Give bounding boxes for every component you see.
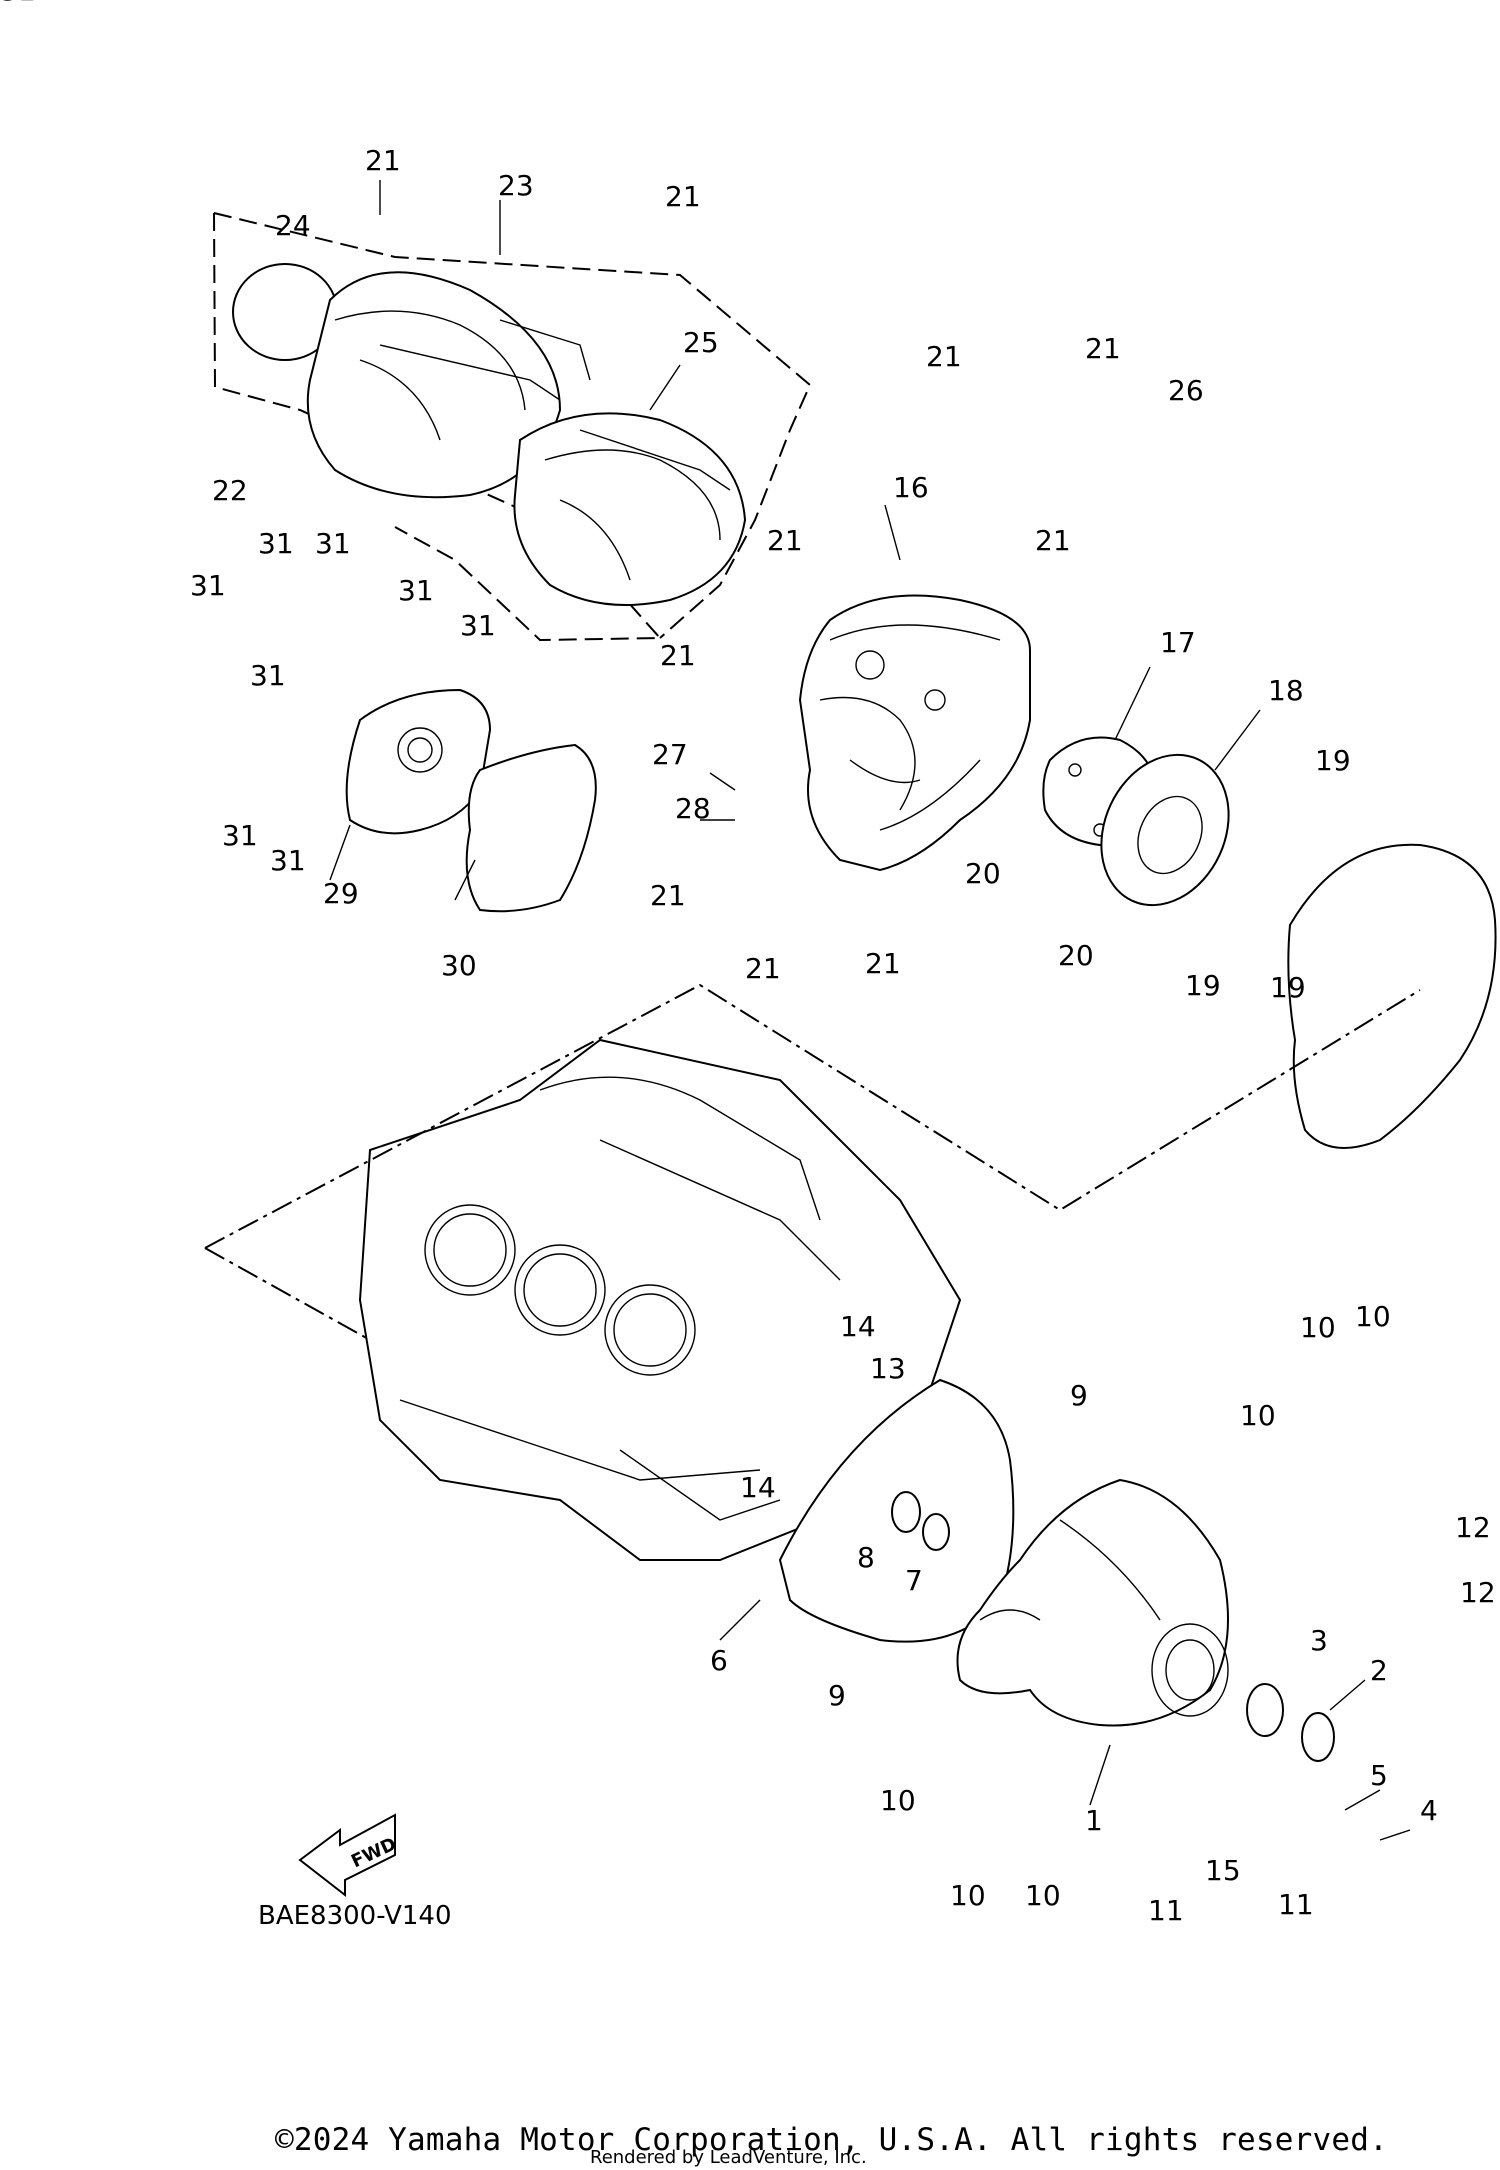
part-8-o-ring xyxy=(891,1491,921,1533)
callout-21: 21 xyxy=(926,340,962,373)
callout-21: 21 xyxy=(660,639,696,672)
part-30-gasket xyxy=(465,743,597,913)
callout-14: 14 xyxy=(740,1471,776,1504)
callout-6: 6 xyxy=(710,1644,728,1677)
fwd-arrow-icon: FWD xyxy=(298,1813,400,1898)
callout-23: 23 xyxy=(498,169,534,202)
callout-14: 14 xyxy=(840,1310,876,1343)
callout-30: 30 xyxy=(441,949,477,982)
callout-31: 31 xyxy=(250,659,286,692)
callout-31: 31 xyxy=(460,609,496,642)
crankcase-cover-gasket xyxy=(1287,843,1497,1149)
part-3-o-ring xyxy=(1246,1683,1284,1737)
callout-20: 20 xyxy=(965,857,1001,890)
callout-10: 10 xyxy=(1300,1311,1336,1344)
callout-1: 1 xyxy=(1085,1804,1103,1837)
rendered-by-notice: Rendered by LeadVenture, Inc. xyxy=(590,2147,867,2168)
callout-11: 11 xyxy=(1278,1888,1314,1921)
callout-31: 31 xyxy=(258,527,294,560)
diagram-code: BAE8300-V140 xyxy=(258,1901,452,1931)
callout-15: 15 xyxy=(1205,1854,1241,1887)
part-16-crankcase-cover xyxy=(798,594,1031,872)
callout-29: 29 xyxy=(323,877,359,910)
callout-8: 8 xyxy=(857,1541,875,1574)
callout-31: 31 xyxy=(222,819,258,852)
callout-10: 10 xyxy=(880,1784,916,1817)
callout-10: 10 xyxy=(1025,1879,1061,1912)
callout-10: 10 xyxy=(950,1879,986,1912)
leader-lines xyxy=(329,180,1411,1841)
copyright-notice: ©2024 Yamaha Motor Corporation, U.S.A. A… xyxy=(275,2122,1388,2158)
callout-21: 21 xyxy=(745,952,781,985)
callout-21: 21 xyxy=(1035,524,1071,557)
callout-7: 7 xyxy=(905,1564,923,1597)
callout-17: 17 xyxy=(1160,626,1196,659)
callout-11: 11 xyxy=(1148,1894,1184,1927)
callout-21: 21 xyxy=(365,144,401,177)
callout-16: 16 xyxy=(893,471,929,504)
callout-21: 21 xyxy=(650,879,686,912)
callout-5: 5 xyxy=(1370,1759,1388,1792)
callout-2: 2 xyxy=(1370,1654,1388,1687)
engine-crankcase xyxy=(358,1038,962,1561)
part-25-inner-cover xyxy=(513,412,747,606)
callout-26: 26 xyxy=(1168,374,1204,407)
callout-19: 19 xyxy=(1270,971,1306,1004)
callout-21: 21 xyxy=(767,524,803,557)
callout-25: 25 xyxy=(683,326,719,359)
callout-27: 27 xyxy=(652,738,688,771)
callout-21: 21 xyxy=(665,180,701,213)
callout-31: 31 xyxy=(398,574,434,607)
cover-group-outline xyxy=(213,212,812,642)
callout-10: 10 xyxy=(1355,1300,1391,1333)
callout-28: 28 xyxy=(675,792,711,825)
part-7-seal xyxy=(922,1513,950,1551)
part-1-crankcase-cover xyxy=(956,1478,1229,1727)
assembly-reference-line-2 xyxy=(204,1247,371,1341)
callout-13: 13 xyxy=(870,1352,906,1385)
callout-31: 31 xyxy=(270,844,306,877)
callout-31: 31 xyxy=(315,527,351,560)
callout-21: 21 xyxy=(1085,332,1121,365)
callout-22: 22 xyxy=(212,474,248,507)
callout-18: 18 xyxy=(1268,674,1304,707)
part-18-plate xyxy=(1100,753,1230,907)
callout-21: 21 xyxy=(865,947,901,980)
callout-10: 10 xyxy=(1240,1399,1276,1432)
callout-3: 3 xyxy=(1310,1624,1328,1657)
callout-9: 9 xyxy=(1070,1379,1088,1412)
callout-31: 31 xyxy=(0,0,36,7)
callout-20: 20 xyxy=(1058,939,1094,972)
callout-19: 19 xyxy=(1185,969,1221,1002)
callout-12: 12 xyxy=(1460,1576,1496,1609)
callout-12: 12 xyxy=(1455,1511,1491,1544)
callout-9: 9 xyxy=(828,1679,846,1712)
callout-19: 19 xyxy=(1315,744,1351,777)
assembly-reference-line xyxy=(204,983,1421,1249)
callout-4: 4 xyxy=(1420,1794,1438,1827)
part-2-plug xyxy=(1301,1712,1335,1762)
callout-31: 31 xyxy=(190,569,226,602)
part-29-cover xyxy=(345,688,492,835)
callout-24: 24 xyxy=(275,209,311,242)
